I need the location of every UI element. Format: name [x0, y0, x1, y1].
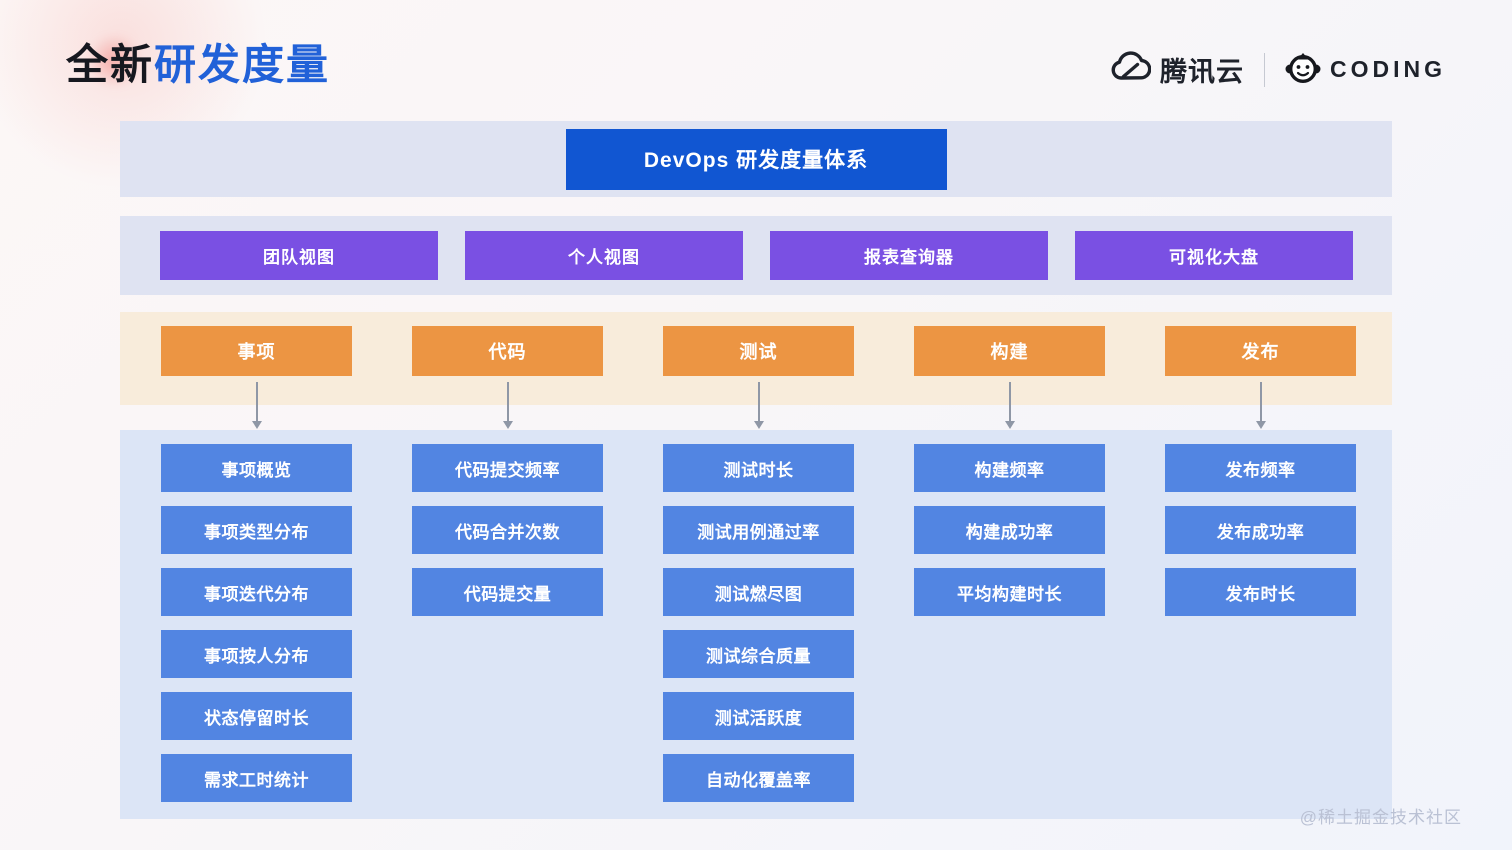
metric-box: 发布成功率 — [1165, 506, 1356, 554]
metric-box: 需求工时统计 — [161, 754, 352, 802]
metric-box: 代码提交量 — [412, 568, 603, 616]
category-box: 构建 — [914, 326, 1105, 376]
category-box: 发布 — [1165, 326, 1356, 376]
view-box: 团队视图 — [160, 231, 438, 280]
view-box: 个人视图 — [465, 231, 743, 280]
metric-box: 自动化覆盖率 — [663, 754, 854, 802]
coding-logo: CODING — [1285, 50, 1446, 89]
coding-label: CODING — [1330, 56, 1446, 82]
page-title-prefix: 全新 — [66, 41, 155, 88]
category-box: 代码 — [412, 326, 603, 376]
metric-box: 构建成功率 — [914, 506, 1105, 554]
category-box: 事项 — [161, 326, 352, 376]
metric-column: 构建频率构建成功率平均构建时长 — [914, 444, 1105, 819]
metric-box: 测试时长 — [663, 444, 854, 492]
metric-box: 发布频率 — [1165, 444, 1356, 492]
metric-box: 测试综合质量 — [663, 630, 854, 678]
metric-box: 测试活跃度 — [663, 692, 854, 740]
page-title-highlight: 研发度量 — [154, 41, 331, 88]
connector-arrow — [753, 382, 764, 429]
metric-box: 事项迭代分布 — [161, 568, 352, 616]
metric-box: 事项类型分布 — [161, 506, 352, 554]
community-watermark: @稀土掘金技术社区 — [1299, 808, 1462, 827]
metric-box: 事项概览 — [161, 444, 352, 492]
views-band: 团队视图个人视图报表查询器可视化大盘 — [120, 216, 1392, 295]
brand-logos: 腾讯云 CODING — [1109, 50, 1446, 89]
metric-box: 平均构建时长 — [914, 568, 1105, 616]
view-box: 报表查询器 — [770, 231, 1048, 280]
metric-box: 测试燃尽图 — [663, 568, 854, 616]
connector-arrow — [251, 382, 262, 429]
page-title-block: 全新研发度量 — [66, 36, 330, 90]
metric-column: 代码提交频率代码合并次数代码提交量 — [412, 444, 603, 819]
metric-column: 发布频率发布成功率发布时长 — [1165, 444, 1356, 819]
devops-root-box: DevOps 研发度量体系 — [565, 128, 947, 190]
devops-band: DevOps 研发度量体系 — [120, 121, 1392, 197]
tencent-cloud-label: 腾讯云 — [1160, 57, 1244, 87]
metric-box: 测试用例通过率 — [663, 506, 854, 554]
metric-box: 发布时长 — [1165, 568, 1356, 616]
metrics-band: 事项概览事项类型分布事项迭代分布事项按人分布状态停留时长需求工时统计代码提交频率… — [120, 430, 1392, 819]
metric-box: 构建频率 — [914, 444, 1105, 492]
metric-box: 代码提交频率 — [412, 444, 603, 492]
coding-monkey-icon — [1285, 50, 1321, 89]
metric-column: 测试时长测试用例通过率测试燃尽图测试综合质量测试活跃度自动化覆盖率 — [663, 444, 854, 819]
metric-box: 代码合并次数 — [412, 506, 603, 554]
tencent-cloud-icon — [1109, 51, 1152, 88]
tencent-cloud-logo: 腾讯云 — [1109, 50, 1244, 89]
categories-band: 事项 代码 测试 构建 发布 — [120, 312, 1392, 405]
connector-arrow — [502, 382, 513, 429]
connector-arrow — [1255, 382, 1266, 429]
view-box: 可视化大盘 — [1075, 231, 1353, 280]
metric-box: 事项按人分布 — [161, 630, 352, 678]
category-box: 测试 — [663, 326, 854, 376]
metric-column: 事项概览事项类型分布事项迭代分布事项按人分布状态停留时长需求工时统计 — [161, 444, 352, 819]
page-title: 全新研发度量 — [66, 40, 330, 90]
logo-divider — [1264, 52, 1265, 87]
metric-box: 状态停留时长 — [161, 692, 352, 740]
connector-arrow — [1004, 382, 1015, 429]
title-pink-glow-decoration — [84, 36, 144, 86]
